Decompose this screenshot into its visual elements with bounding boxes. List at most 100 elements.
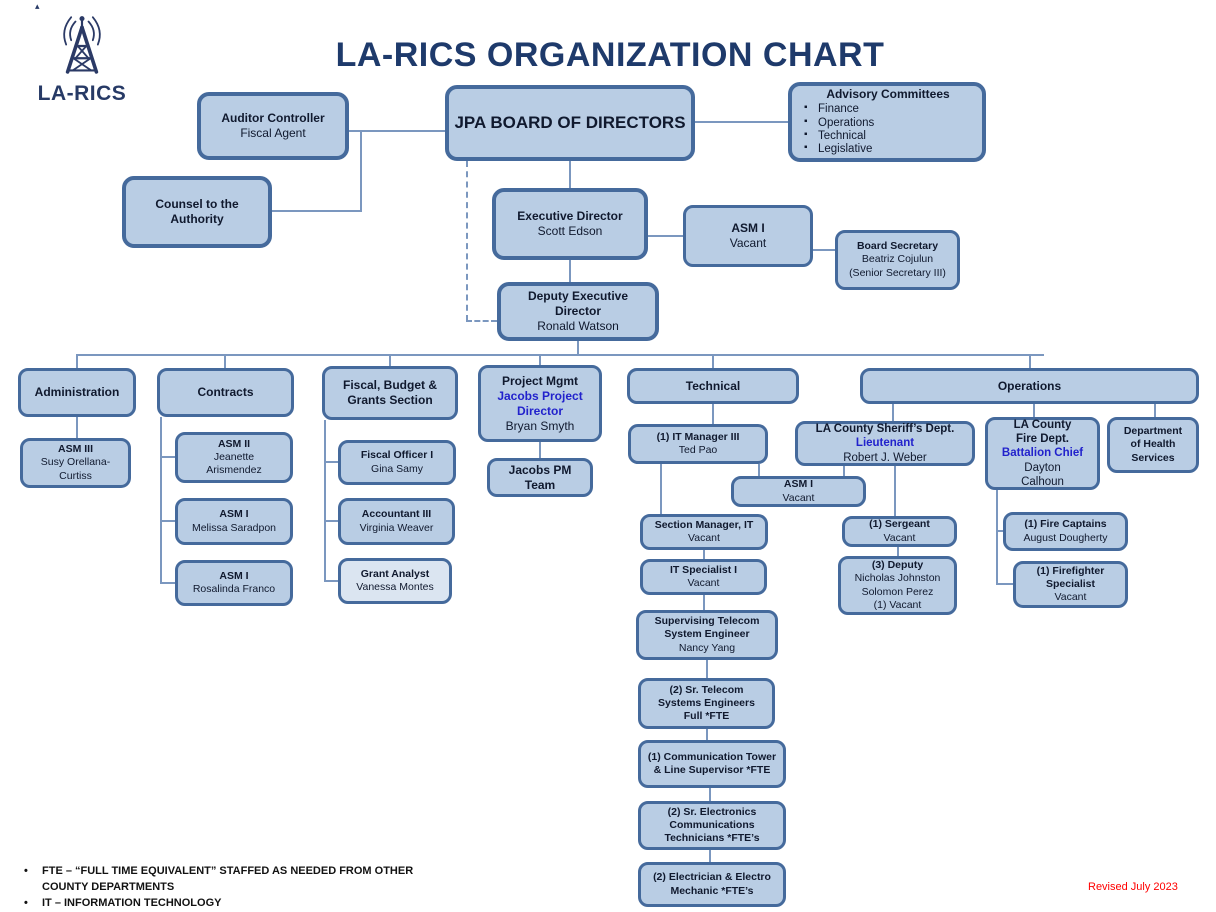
- footnote-item: FTE – “FULL TIME EQUIVALENT” STAFFED AS …: [16, 864, 456, 896]
- person-name: Virginia Weaver: [359, 521, 434, 534]
- person-name: Gina Samy: [371, 462, 423, 475]
- role-label: (2) Sr. Electronics Communications Techn…: [664, 805, 760, 845]
- role-label: ASM I: [219, 569, 249, 582]
- person-name: Nicholas Johnston: [854, 572, 941, 585]
- box-asm2: ASM II Jeanette Arismendez: [175, 432, 293, 483]
- box-fire-captains: (1) Fire Captains August Dougherty: [1003, 512, 1128, 551]
- person-name: Robert J. Weber: [843, 451, 927, 464]
- box-technical: Technical: [627, 368, 799, 404]
- box-sergeant: (1) Sergeant Vacant: [842, 516, 957, 547]
- person-name: Scott Edson: [537, 224, 603, 238]
- box-health-services: Department of Health Services: [1107, 417, 1199, 473]
- role-label: (1) Sergeant: [869, 518, 930, 531]
- agency-label: Department of Health Services: [1123, 425, 1183, 464]
- person-name: Fiscal Agent: [240, 126, 306, 140]
- connector-line: [360, 130, 362, 212]
- footnote-list: FTE – “FULL TIME EQUIVALENT” STAFFED AS …: [16, 864, 456, 912]
- box-sheriff-dept: LA County Sheriff’s Dept. Lieutenant Rob…: [795, 421, 975, 466]
- role-label: ASM I: [731, 221, 765, 235]
- connector-line: [758, 464, 760, 476]
- connector-line: [76, 354, 78, 368]
- role-label: Fiscal Officer I: [360, 449, 434, 462]
- person-name: Dayton Calhoun: [1021, 461, 1064, 489]
- connector-line: [76, 354, 1044, 356]
- role-label: Accountant III: [361, 508, 432, 521]
- connector-line: [843, 466, 845, 476]
- connector-line: [703, 550, 705, 559]
- box-sr-electronics-technicians: (2) Sr. Electronics Communications Techn…: [638, 801, 786, 850]
- agency-label: LA County Fire Dept.: [1013, 418, 1072, 445]
- role-label: (2) Sr. Telecom Systems Engineers Full *…: [658, 683, 755, 723]
- box-executive-director: Executive Director Scott Edson: [492, 188, 648, 260]
- connector-line: [324, 461, 338, 463]
- box-contracts: Contracts: [157, 368, 294, 417]
- radio-tower-icon: [63, 16, 101, 74]
- box-asm1-exec: ASM I Vacant: [683, 205, 813, 267]
- person-name: Jeanette Arismendez: [206, 450, 262, 477]
- person-name: Solomon Perez: [861, 585, 934, 598]
- role-label: ASM II: [217, 437, 251, 450]
- box-asm1-melissa: ASM I Melissa Saradpon: [175, 498, 293, 545]
- connector-line: [389, 354, 391, 366]
- person-name: Bryan Smyth: [505, 418, 575, 433]
- connector-line: [660, 464, 662, 514]
- person-name: Vacant: [687, 577, 720, 589]
- role-label: JPA BOARD OF DIRECTORS: [454, 112, 686, 132]
- box-fiscal-budget-grants: Fiscal, Budget & Grants Section: [322, 366, 458, 420]
- connector-line: [324, 580, 338, 582]
- person-name: Vacant: [883, 531, 916, 544]
- person-name: Nancy Yang: [678, 641, 736, 654]
- section-label: Operations: [997, 378, 1062, 393]
- connector-line: [160, 582, 175, 584]
- person-name: Vacant: [782, 491, 815, 504]
- box-counsel-authority: Counsel to the Authority: [122, 176, 272, 248]
- person-name: August Dougherty: [1023, 531, 1108, 544]
- connector-line: [996, 530, 1004, 532]
- section-label: Contracts: [197, 385, 254, 399]
- role-label: Executive Director: [517, 209, 623, 223]
- person-name: (1) Vacant: [873, 598, 922, 611]
- person-name: Beatriz Cojulun: [861, 253, 934, 266]
- connector-line: [76, 417, 78, 438]
- advisory-item: Legislative: [804, 142, 874, 156]
- role-label: (1) Communication Tower & Line Superviso…: [647, 750, 777, 776]
- person-name: Ted Pao: [678, 444, 718, 456]
- agency-label: LA County Sheriff’s Dept.: [815, 422, 955, 435]
- connector-line: [996, 490, 998, 585]
- box-asm3: ASM III Susy Orellana-Curtiss: [20, 438, 131, 488]
- person-name: Vacant: [688, 532, 720, 544]
- person-name: Vacant: [1054, 591, 1087, 604]
- connector-line: [813, 249, 835, 251]
- role-label: Counsel to the Authority: [155, 197, 239, 226]
- advisory-item: Technical: [804, 129, 874, 143]
- connector-line: [648, 235, 683, 237]
- advisory-item: Finance: [804, 102, 874, 116]
- box-jpa-board: JPA BOARD OF DIRECTORS: [445, 85, 695, 161]
- section-label: Fiscal, Budget & Grants Section: [342, 378, 437, 407]
- logo-wordmark: LA-RICS: [37, 82, 127, 105]
- box-auditor-controller: Auditor Controller Fiscal Agent: [197, 92, 349, 160]
- connector-line: [160, 520, 175, 522]
- section-label: Administration: [34, 385, 120, 399]
- box-operations: Operations: [860, 368, 1199, 404]
- box-comm-tower-supervisor: (1) Communication Tower & Line Superviso…: [638, 740, 786, 788]
- connector-line: [569, 260, 571, 283]
- connector-line: [712, 404, 714, 424]
- connector-line: [894, 466, 896, 516]
- role-label: (3) Deputy: [871, 559, 924, 572]
- revision-date: Revised July 2023: [1088, 881, 1178, 893]
- box-grant-analyst: Grant Analyst Vanessa Montes: [338, 558, 452, 604]
- person-name: Ronald Watson: [537, 319, 619, 333]
- person-name: Vanessa Montes: [356, 581, 434, 593]
- connector-line: [224, 354, 226, 368]
- role-label: Section Manager, IT: [654, 518, 754, 531]
- advisory-item: Operations: [804, 116, 874, 130]
- antenna-accent-icon: [35, 1, 40, 12]
- box-deputy-executive-director: Deputy Executive Director Ronald Watson: [497, 282, 659, 341]
- box-deputies: (3) Deputy Nicholas Johnston Solomon Per…: [838, 556, 957, 615]
- advisory-list: Finance Operations Technical Legislative: [804, 102, 874, 157]
- role-label: ASM III: [57, 443, 93, 456]
- box-board-secretary: Board Secretary Beatriz Cojulun (Senior …: [835, 230, 960, 290]
- box-fiscal-officer: Fiscal Officer I Gina Samy: [338, 440, 456, 485]
